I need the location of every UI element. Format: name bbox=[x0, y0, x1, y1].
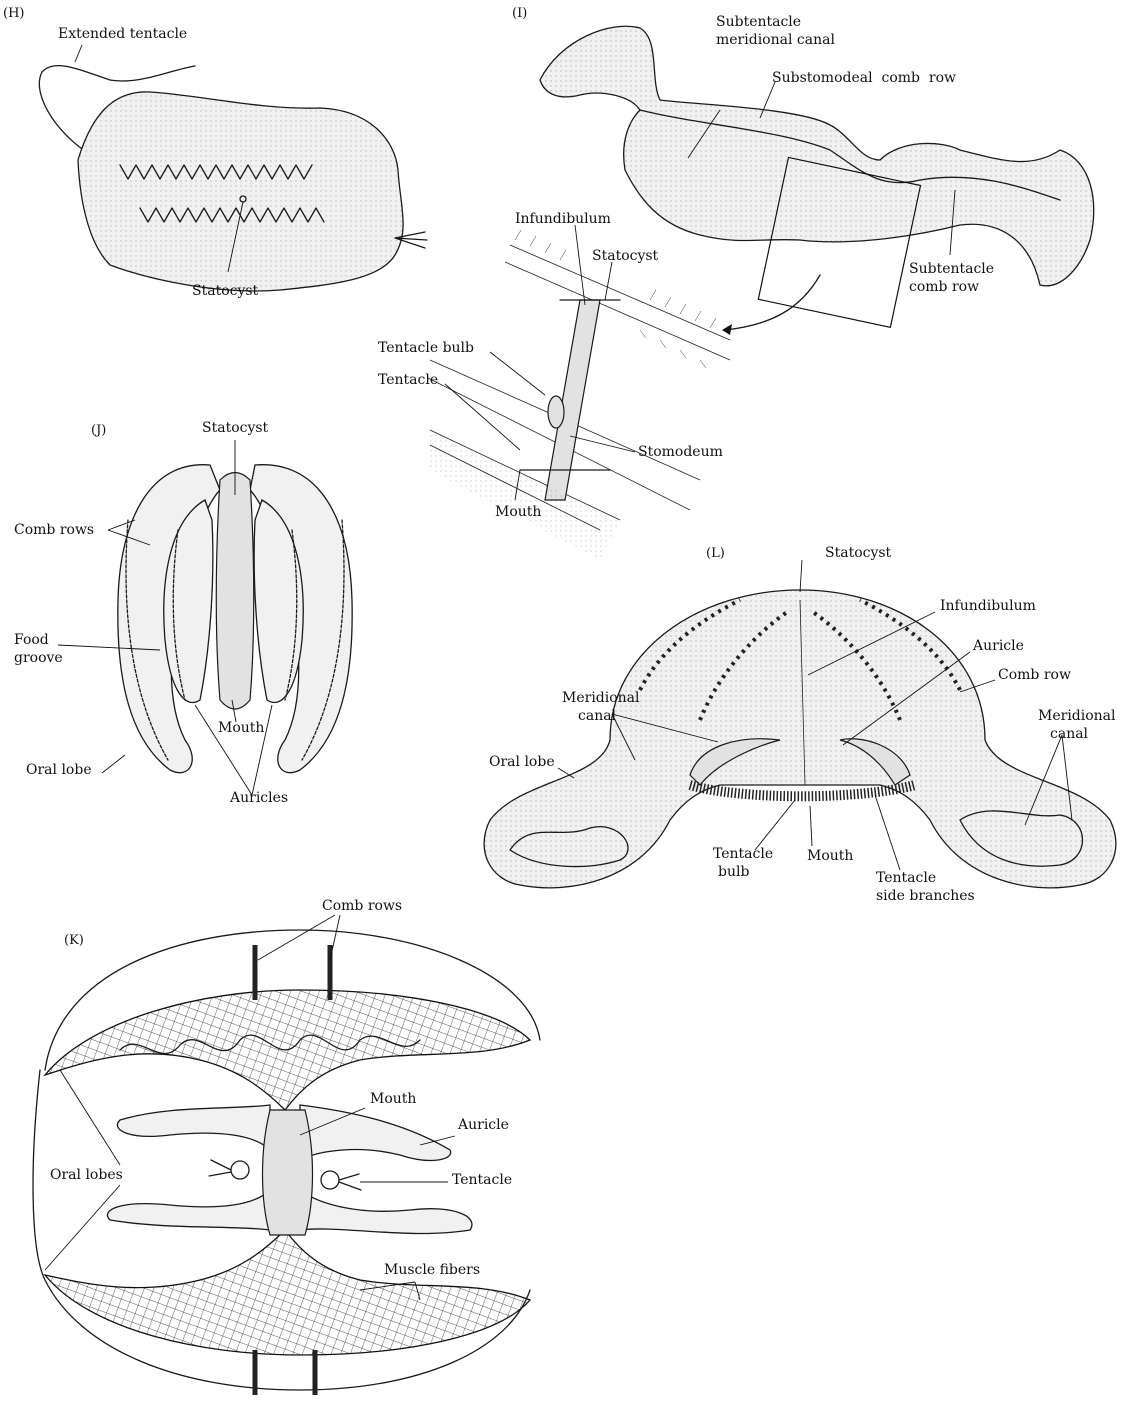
k-mouth-label: Mouth bbox=[370, 1091, 416, 1107]
panel-h-drawing bbox=[39, 45, 427, 291]
k-tentacle-label: Tentacle bbox=[452, 1172, 512, 1188]
l-tentacle-bulb-label-1: Tentacle bbox=[713, 846, 773, 862]
panel-j-label: (J) bbox=[91, 423, 106, 439]
j-statocyst-label: Statocyst bbox=[202, 420, 268, 436]
i-mouth-label: Mouth bbox=[495, 504, 541, 520]
k-auricle-upper-right bbox=[300, 1105, 451, 1160]
k-auricle-lower-right bbox=[300, 1190, 472, 1234]
j-comb-rows-label: Comb rows bbox=[14, 522, 94, 538]
k-center-body bbox=[263, 1110, 313, 1235]
k-comb-rows-label: Comb rows bbox=[322, 898, 402, 914]
l-tentacle-side-branches-label-2: side branches bbox=[876, 888, 975, 904]
i-infundibulum-label: Infundibulum bbox=[515, 211, 611, 227]
l-mouth-label: Mouth bbox=[807, 848, 853, 864]
panel-h-label: (H) bbox=[3, 6, 24, 22]
i-tentacle-bulb-shape bbox=[548, 396, 564, 428]
l-infundibulum-label: Infundibulum bbox=[940, 598, 1036, 614]
k-auricle-lower-left bbox=[108, 1190, 271, 1230]
l-oral-lobe-label: Oral lobe bbox=[489, 754, 555, 770]
panel-k-label: (K) bbox=[64, 933, 84, 949]
i-subtentacle-meridional-canal-label-1: Subtentacle bbox=[716, 14, 801, 30]
l-tentacle-bulb-label-2: bulb bbox=[718, 864, 749, 880]
j-food-groove-label-1: Food bbox=[14, 632, 49, 648]
i-statocyst-label: Statocyst bbox=[592, 248, 658, 264]
l-tentacle-side-branches-label-1: Tentacle bbox=[876, 870, 936, 886]
panel-i-label: (I) bbox=[512, 6, 527, 22]
i-tentacle-label: Tentacle bbox=[378, 372, 438, 388]
l-meridional-canal-left-label-1: Meridional bbox=[562, 690, 640, 706]
l-meridional-canal-left-label-2: canal bbox=[578, 708, 616, 724]
l-meridional-canal-right-label-2: canal bbox=[1050, 726, 1088, 742]
k-oral-lobes-label: Oral lobes bbox=[50, 1167, 123, 1183]
h-body-shading bbox=[78, 92, 403, 291]
j-oral-lobe-label: Oral lobe bbox=[26, 762, 92, 778]
l-comb-row-label: Comb row bbox=[998, 667, 1071, 683]
k-auricle-upper-left bbox=[117, 1105, 270, 1150]
panel-l-label: (L) bbox=[706, 546, 725, 562]
i-subtentacle-comb-row-label-2: comb row bbox=[909, 279, 979, 295]
i-substomodeal-comb-row-label: Substomodeal comb row bbox=[772, 70, 956, 86]
i-stomodeum-label: Stomodeum bbox=[638, 444, 723, 460]
j-center-body bbox=[216, 473, 254, 710]
j-auricles-label: Auricles bbox=[230, 790, 288, 806]
panel-i-drawing bbox=[428, 26, 1094, 560]
i-subtentacle-meridional-canal-label-2: meridional canal bbox=[716, 32, 835, 48]
l-auricle-label: Auricle bbox=[973, 638, 1024, 654]
panel-j-drawing bbox=[58, 440, 352, 795]
l-statocyst-label: Statocyst bbox=[825, 545, 891, 561]
h-extended-tentacle-label: Extended tentacle bbox=[58, 26, 187, 42]
i-subtentacle-comb-row-label-1: Subtentacle bbox=[909, 261, 994, 277]
i-tentacle-bulb-label: Tentacle bulb bbox=[378, 340, 474, 356]
panel-k-drawing bbox=[33, 915, 540, 1395]
j-mouth-label: Mouth bbox=[218, 720, 264, 736]
k-lower-lobe bbox=[45, 1230, 530, 1355]
l-meridional-canal-right-label-1: Meridional bbox=[1038, 708, 1116, 724]
k-auricle-label: Auricle bbox=[458, 1117, 509, 1133]
l-tentacle-fringe bbox=[690, 785, 915, 796]
h-statocyst-label: Statocyst bbox=[192, 283, 258, 299]
k-muscle-fibers-label: Muscle fibers bbox=[384, 1262, 480, 1278]
j-food-groove-label-2: groove bbox=[14, 650, 63, 666]
